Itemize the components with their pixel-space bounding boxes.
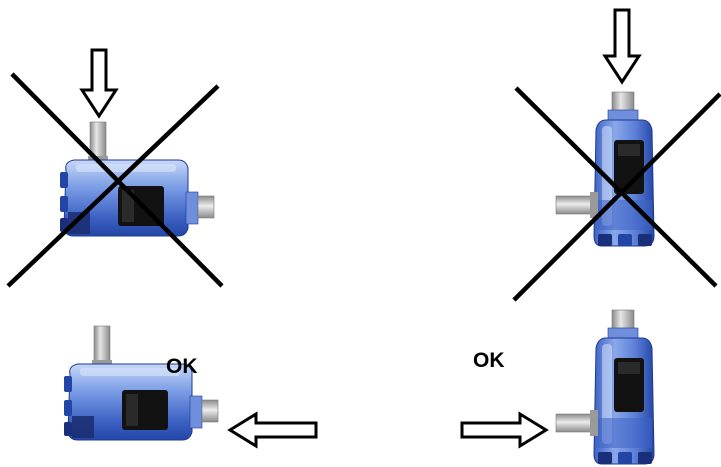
panel-bottom-left <box>63 325 318 449</box>
arrow-down-icon <box>602 8 642 85</box>
ok-label-bottom-left: OK <box>166 355 198 378</box>
cross-icon <box>6 72 224 288</box>
sensor-horizontal <box>59 121 215 237</box>
arrow-right-icon <box>460 411 549 449</box>
arrow-down-icon <box>79 48 119 119</box>
arrow-left-icon <box>227 411 318 449</box>
ok-label-bottom-right: OK <box>473 349 505 372</box>
panel-bottom-right <box>460 309 655 465</box>
cross-icon <box>512 86 721 302</box>
panel-top-left <box>6 48 224 288</box>
panel-top-right <box>512 8 721 302</box>
sensor-vertical <box>555 309 655 465</box>
sensor-horizontal <box>63 325 219 441</box>
sensor-vertical <box>555 91 655 247</box>
